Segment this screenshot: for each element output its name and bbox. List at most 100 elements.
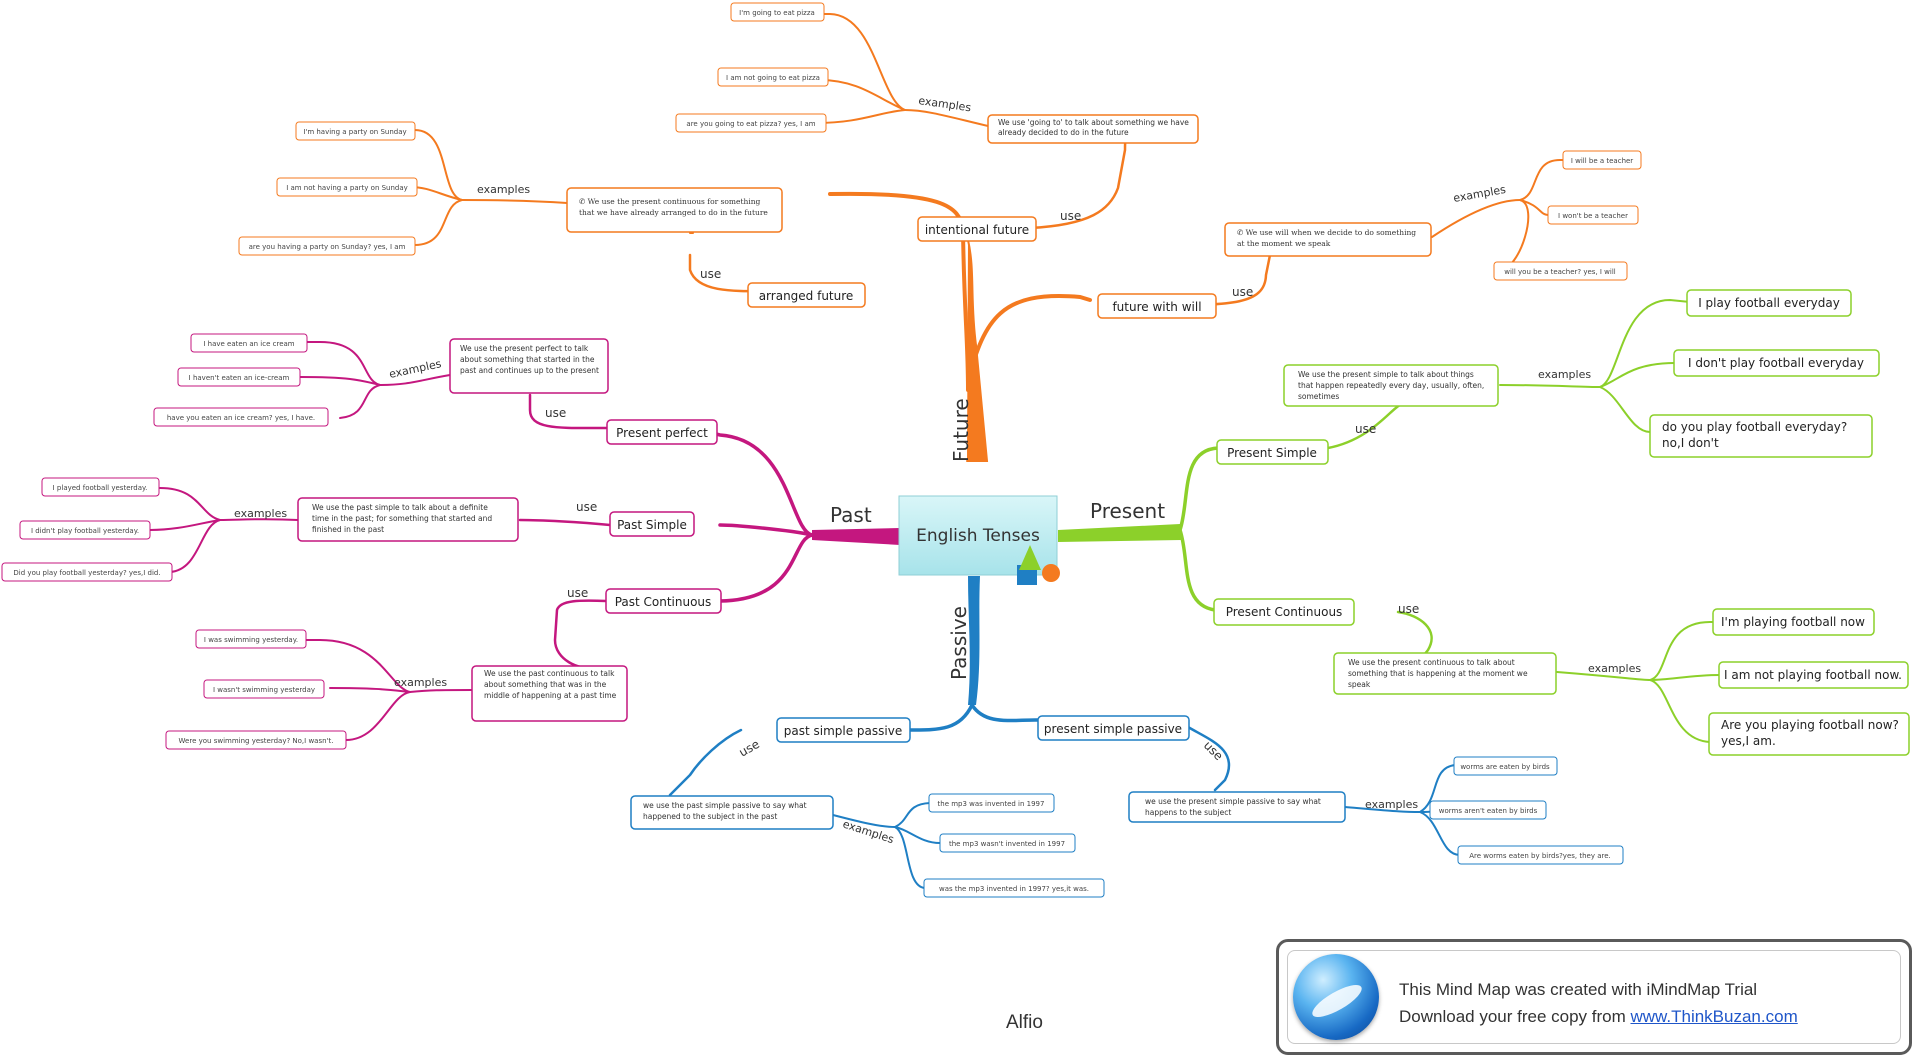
present-branch (1058, 298, 1721, 743)
example-item[interactable]: I'm having a party on Sunday (295, 121, 416, 141)
example-item[interactable]: Were you swimming yesterday? No,I wasn't… (165, 730, 347, 750)
example-text: I'm having a party on Sunday (303, 128, 406, 136)
definition-text: We use the past continuous to talk about… (484, 669, 617, 700)
node-present-simple-passive[interactable]: present simple passive (1037, 715, 1190, 741)
definition-present-simple[interactable] (1283, 364, 1499, 407)
node-label: arranged future (759, 289, 854, 303)
example-item[interactable]: worms aren't eaten by birds (1429, 800, 1547, 820)
example-item[interactable]: I am not going to eat pizza (717, 67, 829, 87)
definition-arranged-future[interactable] (566, 187, 783, 233)
node-past-continuous[interactable]: Past Continuous (605, 588, 722, 614)
definition-present-perfect[interactable] (449, 338, 609, 394)
use-label: use (576, 500, 597, 514)
example-item[interactable]: I was swimming yesterday. (195, 629, 307, 649)
trial-banner-inner (1287, 950, 1901, 1044)
example-text-wrap: Are you playing football now? yes,I am. (1721, 718, 1899, 748)
node-intentional-future[interactable]: intentional future (917, 216, 1037, 242)
example-item[interactable]: I will be a teacher (1562, 150, 1642, 170)
node-label: Present perfect (616, 426, 708, 440)
definition-text-wrap: We use 'going to' to talk about somethin… (998, 118, 1189, 137)
example-item[interactable]: worms are eaten by birds (1453, 756, 1558, 776)
definition-text-wrap: We use the past simple to talk about a d… (312, 503, 492, 534)
example-item[interactable]: the mp3 wasn't invented in 1997 (939, 833, 1076, 853)
definition-text-wrap: ✆ We use the present continuous for some… (579, 197, 768, 217)
example-text: the mp3 was invented in 1997 (938, 800, 1045, 808)
example-item[interactable]: Are worms eaten by birds?yes, they are. (1457, 845, 1624, 865)
node-present-perfect[interactable]: Present perfect (606, 419, 718, 445)
example-text: I play football everyday (1698, 296, 1840, 310)
definition-future-with-will[interactable] (1224, 222, 1432, 257)
example-text: I am not having a party on Sunday (286, 184, 408, 192)
example-item[interactable]: I played football yesterday. (41, 477, 160, 497)
example-item[interactable]: the mp3 was invented in 1997 (928, 793, 1055, 813)
definition-present-continuous[interactable] (1333, 652, 1557, 695)
logo-swoosh (1308, 979, 1366, 1023)
example-item[interactable] (1649, 414, 1873, 458)
example-item[interactable]: I'm playing football now (1712, 608, 1875, 636)
example-item[interactable]: have you eaten an ice cream? yes, I have… (153, 407, 329, 427)
example-item[interactable]: I haven't eaten an ice-cream (177, 367, 301, 387)
definition-text-wrap: we use the past simple passive to say wh… (643, 801, 807, 821)
branch-label-future[interactable]: Future (949, 398, 973, 462)
node-past-simple-passive[interactable]: past simple passive (776, 717, 911, 743)
example-text: Are you playing football now? yes,I am. (1721, 718, 1899, 748)
use-label: use (1060, 209, 1081, 223)
definition-text: ✆ We use the present continuous for some… (579, 197, 768, 217)
definition-past-continuous[interactable] (471, 665, 628, 722)
example-text: Were you swimming yesterday? No,I wasn't… (179, 737, 334, 745)
branch-label-past[interactable]: Past (830, 503, 872, 527)
definition-text-wrap: We use the present perfect to talk about… (460, 344, 599, 375)
thinkbuzan-link[interactable]: www.ThinkBuzan.com (1630, 1007, 1798, 1026)
node-arranged-future[interactable]: arranged future (747, 282, 866, 308)
example-item[interactable]: I didn't play football yesterday. (19, 520, 151, 540)
branch-label-present[interactable]: Present (1090, 499, 1165, 523)
definition-text: We use the present continuous to talk ab… (1348, 658, 1528, 689)
example-text: I played football yesterday. (53, 484, 148, 492)
definition-present-simple-passive[interactable] (1128, 791, 1346, 823)
examples-label: examples (394, 676, 447, 689)
examples-label: examples (1538, 368, 1591, 381)
definition-past-simple-passive[interactable] (630, 795, 834, 830)
example-item[interactable]: I am not playing football now. (1718, 661, 1909, 689)
example-item[interactable]: I play football everyday (1686, 289, 1852, 317)
definition-text: We use the present simple to talk about … (1298, 370, 1485, 401)
example-item[interactable]: are you having a party on Sunday? yes, I… (238, 236, 416, 256)
node-label: future with will (1112, 300, 1201, 314)
example-item[interactable]: are you going to eat pizza? yes, I am (675, 113, 827, 133)
node-future-with-will[interactable]: future with will (1097, 293, 1217, 319)
definition-past-simple[interactable] (297, 497, 519, 542)
example-item[interactable]: I don't play football everyday (1673, 349, 1880, 377)
definition-text-wrap: We use the past continuous to talk about… (484, 669, 617, 700)
trial-line-1: This Mind Map was created with iMindMap … (1399, 980, 1758, 999)
examples-label: examples (234, 507, 287, 520)
example-item[interactable]: I have eaten an ice cream (190, 333, 308, 353)
use-label: use (1232, 285, 1253, 299)
shapes-icon (1017, 545, 1060, 585)
node-label: past simple passive (784, 724, 902, 738)
examples-label: examples (1588, 662, 1641, 675)
definition-intentional-future[interactable] (987, 114, 1199, 144)
example-text-wrap: do you play football everyday? no,I don'… (1662, 420, 1847, 450)
example-item[interactable]: I'm going to eat pizza (730, 2, 825, 22)
node-label: intentional future (925, 223, 1029, 237)
use-label: use (1355, 422, 1376, 436)
node-present-continuous[interactable]: Present Continuous (1213, 598, 1355, 626)
example-item[interactable] (1708, 712, 1910, 756)
central-topic[interactable]: English Tenses (898, 495, 1060, 585)
definition-text-wrap: We use the present simple to talk about … (1298, 370, 1485, 401)
example-item[interactable]: Did you play football yesterday? yes,I d… (1, 562, 173, 582)
example-item[interactable]: was the mp3 invented in 1997? yes,it was… (923, 878, 1105, 898)
definition-text-wrap: ✆ We use will when we decide to do somet… (1237, 228, 1416, 248)
example-text: are you going to eat pizza? yes, I am (686, 120, 815, 128)
example-item[interactable]: I won't be a teacher (1547, 205, 1639, 225)
example-item[interactable]: will you be a teacher? yes, I will (1493, 261, 1628, 281)
branch-label-passive[interactable]: Passive (947, 606, 971, 680)
node-past-simple[interactable]: Past Simple (609, 511, 695, 537)
use-label: use (545, 406, 566, 420)
example-item[interactable]: I am not having a party on Sunday (276, 177, 418, 197)
example-item[interactable]: I wasn't swimming yesterday (203, 679, 325, 699)
example-text: I wasn't swimming yesterday (213, 686, 315, 694)
node-present-simple[interactable]: Present Simple (1216, 439, 1329, 465)
node-label: present simple passive (1044, 722, 1182, 736)
definition-text: We use the present perfect to talk about… (460, 344, 599, 375)
